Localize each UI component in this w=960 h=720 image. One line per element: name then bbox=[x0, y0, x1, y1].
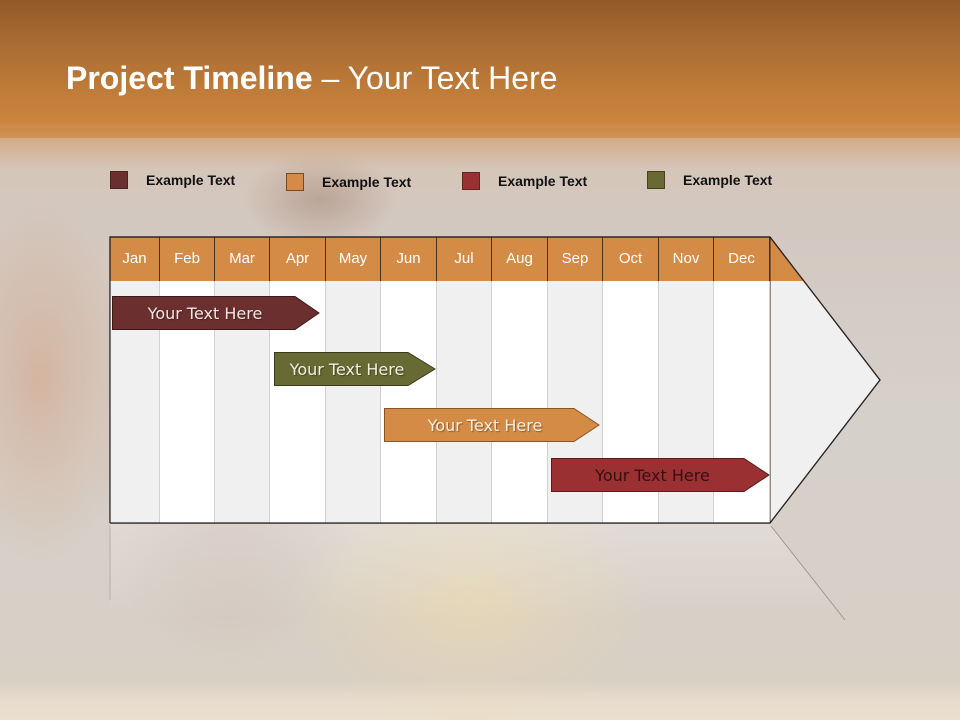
arrow-bar-shape bbox=[384, 408, 600, 442]
month-header-mar: Mar bbox=[215, 237, 270, 281]
task-bar-3[interactable]: Your Text Here bbox=[384, 408, 600, 442]
month-header-jun: Jun bbox=[381, 237, 437, 281]
month-header-jul: Jul bbox=[437, 237, 492, 281]
legend-swatch-1 bbox=[110, 171, 128, 189]
slide-title: Project Timeline – Your Text Here bbox=[66, 60, 558, 97]
month-header-feb: Feb bbox=[160, 237, 215, 281]
legend-item-4: Example Text bbox=[647, 170, 772, 190]
month-header-nov: Nov bbox=[659, 237, 714, 281]
month-header-may: May bbox=[326, 237, 381, 281]
task-bar-3-label: Your Text Here bbox=[427, 415, 543, 435]
legend-swatch-2 bbox=[286, 173, 304, 191]
legend-item-1: Example Text bbox=[110, 170, 235, 190]
task-bar-4-label: Your Text Here bbox=[595, 465, 710, 485]
task-bar-4[interactable]: Your Text Here bbox=[551, 458, 770, 492]
legend-label-3: Example Text bbox=[498, 173, 588, 189]
month-header-dec: Dec bbox=[714, 237, 770, 281]
legend-label-2: Example Text bbox=[322, 174, 412, 190]
month-column-aug bbox=[492, 281, 548, 523]
title-rest: – Your Text Here bbox=[312, 60, 558, 96]
legend-swatch-3 bbox=[462, 172, 480, 190]
arrow-bar-shape bbox=[274, 352, 436, 386]
month-header-jan: Jan bbox=[110, 237, 160, 281]
month-header-oct: Oct bbox=[603, 237, 659, 281]
arrow-bar-shape bbox=[551, 458, 770, 492]
task-bar-2-label: Your Text Here bbox=[289, 359, 405, 379]
task-bar-1[interactable]: Your Text Here bbox=[112, 296, 320, 330]
header-band bbox=[0, 0, 960, 138]
legend-label-1: Example Text bbox=[146, 172, 236, 188]
month-column-may bbox=[326, 281, 381, 523]
legend-label-4: Example Text bbox=[683, 172, 773, 188]
title-bold: Project Timeline bbox=[66, 60, 313, 96]
month-header-aug: Aug bbox=[492, 237, 548, 281]
task-bar-1-label: Your Text Here bbox=[147, 303, 263, 323]
month-header-apr: Apr bbox=[270, 237, 326, 281]
header-fade bbox=[0, 128, 960, 168]
month-header-sep: Sep bbox=[548, 237, 603, 281]
legend-item-3: Example Text bbox=[462, 171, 587, 191]
legend-swatch-4 bbox=[647, 171, 665, 189]
task-bar-2[interactable]: Your Text Here bbox=[274, 352, 436, 386]
month-column-jul bbox=[437, 281, 492, 523]
month-column-jun bbox=[381, 281, 437, 523]
legend-item-2: Example Text bbox=[286, 172, 411, 192]
arrow-bar-shape bbox=[112, 296, 320, 330]
